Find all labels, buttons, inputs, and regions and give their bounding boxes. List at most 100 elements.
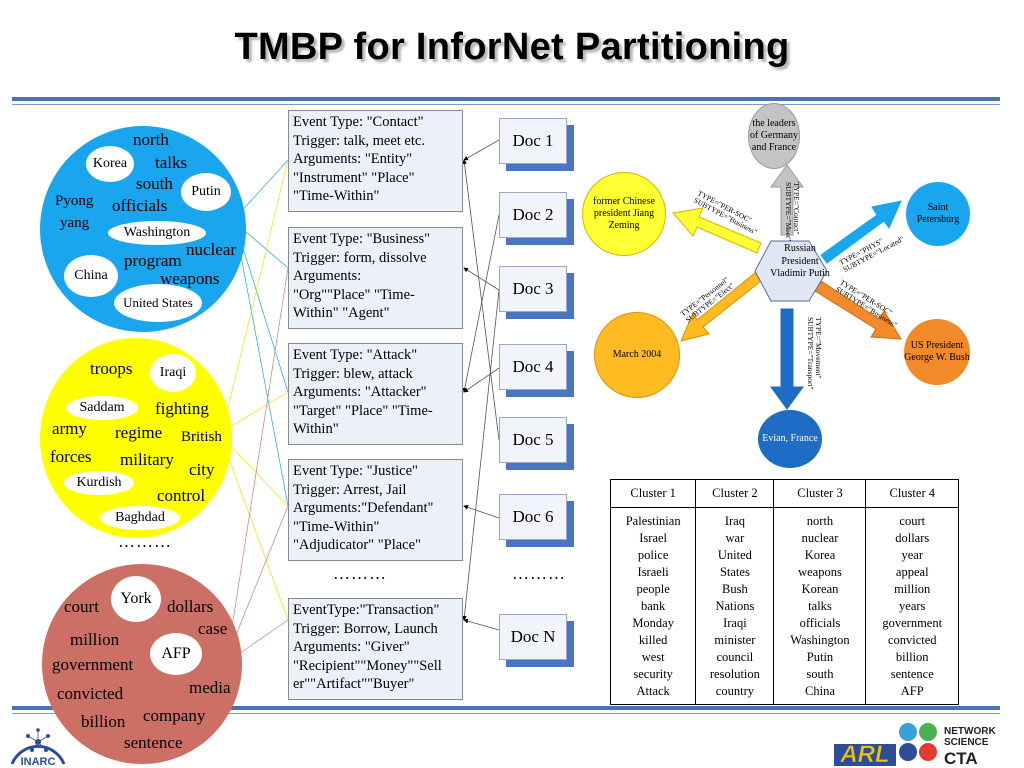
topic-word: sentence — [124, 733, 183, 752]
cluster-word: weapons — [798, 565, 842, 579]
cluster-word: AFP — [900, 684, 924, 698]
topic-word: army — [52, 419, 87, 438]
cluster-word: west — [641, 650, 665, 664]
topic-word: nuclear — [186, 240, 237, 259]
topic-word: court — [64, 597, 99, 616]
doc-n: Doc N — [499, 614, 567, 660]
cluster-word: dollars — [895, 531, 930, 545]
cluster-word: Israeli — [637, 565, 669, 579]
more-dots: ……… — [118, 532, 172, 551]
graph-node-bush: US President George W. Bush — [904, 319, 970, 385]
cluster-word: country — [715, 684, 754, 698]
cluster-word: United — [717, 548, 752, 562]
entity-pill: Washington — [108, 221, 206, 245]
topic-word: billion — [81, 712, 126, 731]
cluster-column-4: court dollars year appeal million years govern… — [865, 507, 959, 705]
topic-word: million — [70, 630, 120, 649]
cluster-word: Monday — [632, 616, 674, 630]
doc-6: Doc 6 — [499, 494, 567, 540]
topic-word: company — [143, 706, 206, 725]
cluster-word: States — [719, 565, 750, 579]
cluster-word: Washington — [790, 633, 850, 647]
cluster-word: China — [805, 684, 835, 698]
cluster-word: north — [806, 514, 834, 528]
bottom-rule — [12, 706, 1000, 710]
topic-word: regime — [115, 423, 163, 442]
event-box-contact: Event Type: "Contact" Trigger: talk, mee… — [288, 110, 463, 212]
topic-word: talks — [155, 153, 188, 172]
inarc-logo-text: INARC — [21, 756, 56, 768]
topic-word: military — [120, 450, 174, 469]
inarc-logo: INARC — [10, 728, 66, 768]
cluster-word: year — [901, 548, 923, 562]
entity-pill: Baghdad — [100, 506, 180, 530]
cluster-header-3: Cluster 3 — [773, 479, 867, 508]
graph-node-label: Saint Petersburg — [916, 202, 960, 225]
relation-label: TYPE="Contact" SUBTYPE="Meet" — [784, 182, 801, 242]
graph-node-label: former Chinese president Jiang Zeming — [593, 196, 655, 231]
entity-pill: United States — [114, 284, 202, 322]
graph-node-label: the leaders of Germany and France — [749, 118, 799, 153]
cluster-word: police — [637, 548, 669, 562]
cluster-word: Israel — [639, 531, 668, 545]
graph-node-saint-petersburg: Saint Petersburg — [906, 182, 970, 246]
cluster-word: Putin — [806, 650, 834, 664]
topic-word: north — [133, 130, 169, 149]
graph-node-label: Evian, France — [762, 433, 818, 444]
event-box-justice: Event Type: "Justice" Trigger: Arrest, J… — [288, 459, 463, 561]
topic-word: program — [124, 251, 182, 270]
relation-graph-arrows — [672, 164, 902, 410]
cluster-word: Palestinian — [625, 514, 681, 528]
entity-pill: Kurdish — [64, 471, 134, 495]
graph-node-label: US President George W. Bush — [904, 340, 970, 363]
cluster-word: government — [882, 616, 943, 630]
entity-pill: AFP — [150, 633, 202, 675]
entity-pill: Korea — [86, 146, 134, 182]
topic-word: convicted — [57, 684, 124, 703]
doc-5: Doc 5 — [499, 417, 567, 463]
cluster-word: appeal — [895, 565, 929, 579]
entity-pill: Putin — [181, 173, 231, 211]
graph-center-label: Russian President Vladimir Putin — [770, 243, 830, 279]
topic-word: control — [157, 486, 206, 505]
cluster-word: sentence — [890, 667, 934, 681]
cluster-word: south — [806, 667, 834, 681]
cluster-word: years — [899, 599, 926, 613]
entity-pill: Iraqi — [150, 354, 196, 392]
cluster-word: minister — [714, 633, 756, 647]
topic-circle-yellow — [40, 338, 232, 538]
cluster-header-2: Cluster 2 — [695, 479, 775, 508]
slide-title: TMBP for InforNet Partitioning — [234, 26, 790, 68]
graph-node-march-2004: March 2004 — [594, 312, 680, 398]
graph-node-evian: Evian, France — [758, 410, 822, 468]
entity-pill: Saddam — [66, 396, 138, 420]
doc-4: Doc 4 — [499, 344, 567, 390]
cluster-word: bank — [641, 599, 666, 613]
topic-word: Pyong — [55, 193, 94, 209]
topic-word: forces — [50, 447, 92, 466]
cluster-word: officials — [799, 616, 841, 630]
cluster-header-1: Cluster 1 — [609, 479, 697, 508]
bottom-rule-thin — [12, 713, 1000, 714]
cluster-word: court — [899, 514, 926, 528]
arl-logo-text: ARL — [839, 741, 889, 768]
cluster-header-4: Cluster 4 — [865, 479, 959, 508]
topic-word: case — [198, 619, 228, 638]
cluster-word: security — [633, 667, 673, 681]
entity-pill: York — [111, 576, 161, 622]
doc-2: Doc 2 — [499, 192, 567, 238]
topic-word: weapons — [160, 269, 220, 288]
topic-word: troops — [90, 359, 133, 378]
graph-node-label: March 2004 — [612, 349, 662, 360]
event-box-attack: Event Type: "Attack" Trigger: blew, atta… — [288, 343, 463, 445]
topic-word: fighting — [155, 399, 209, 418]
arl-logo: ARL — [834, 741, 896, 768]
cluster-word: million — [894, 582, 931, 596]
